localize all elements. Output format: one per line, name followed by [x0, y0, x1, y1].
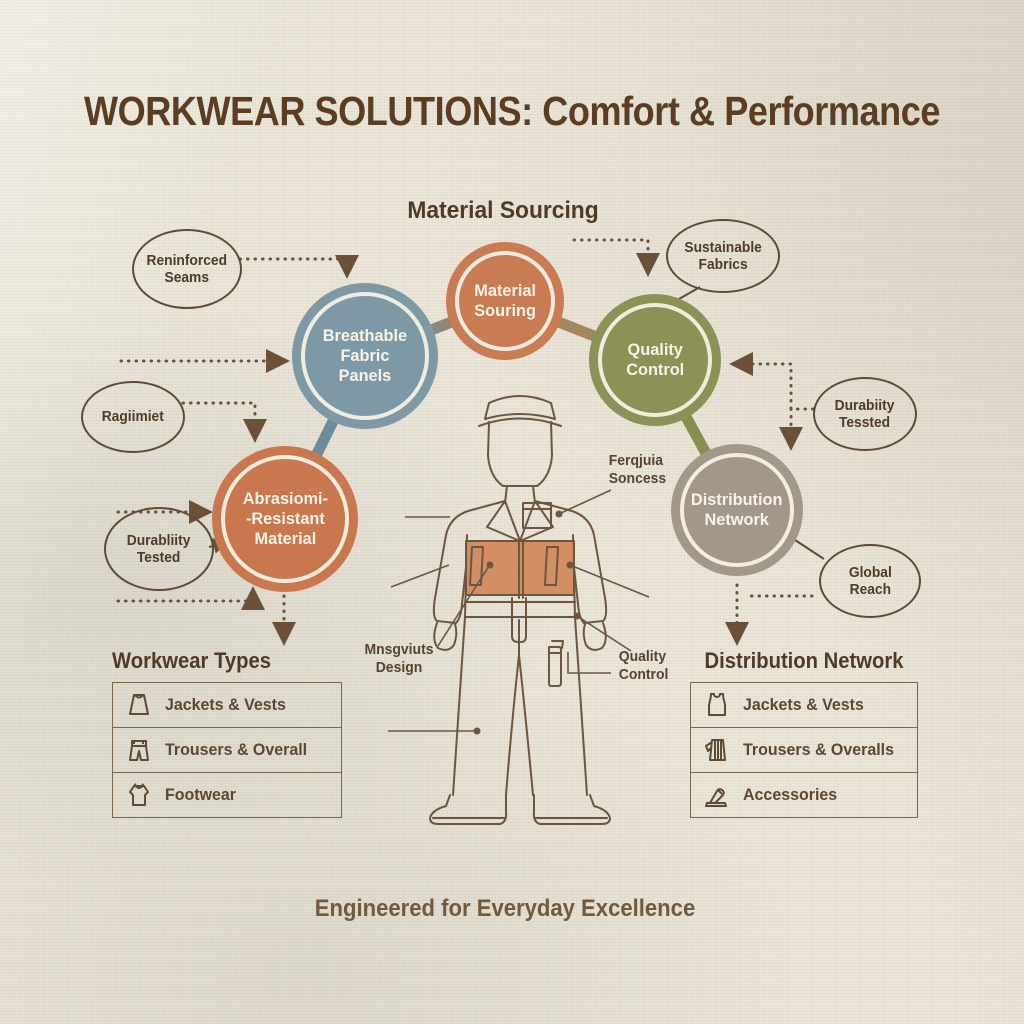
callout-reinforced-seams: Reninforced Seams — [132, 229, 242, 309]
node-label: Abrasiomi- -Resistant Material — [242, 488, 328, 549]
vest-icon — [113, 689, 165, 721]
distribution-network-section: Distribution Network Jackets & Vests Tro… — [690, 648, 918, 818]
figure-label-fabric: Ferqjuia Soncess — [608, 452, 667, 487]
accessory-icon — [691, 779, 743, 811]
distribution-network-table: Jackets & Vests Trousers & Overalls Acce… — [690, 682, 918, 818]
head — [487, 421, 553, 487]
callout-durability-tested-right: Durabiity Tessted — [813, 377, 917, 451]
node-label: Quality Control — [625, 339, 685, 379]
cap-brim — [478, 417, 562, 427]
node-abrasion-resistant-material: Abrasiomi- -Resistant Material — [212, 446, 358, 592]
row-label: Accessories — [743, 785, 838, 804]
row-label: Trousers & Overalls — [743, 740, 895, 759]
callout-label: Reninforced Seams — [146, 251, 228, 286]
callout-sustainable-fabrics: Sustainable Fabrics — [666, 219, 780, 293]
node-label: Material Souring — [474, 280, 536, 320]
callout-label: Durabiity Tessted — [835, 396, 895, 431]
row-label: Trousers & Overall — [165, 740, 308, 759]
callout-label: Global Reach — [848, 563, 892, 598]
table-row: Jackets & Vests — [691, 683, 917, 727]
node-distribution-network: Distribution Network — [671, 444, 803, 576]
callout-label: Durabliity Tested — [127, 531, 191, 566]
table-row: Footwear — [113, 772, 341, 817]
workwear-types-table: Jackets & Vests Trousers & Overall Footw… — [112, 682, 342, 818]
workwear-types-title: Workwear Types — [112, 648, 271, 673]
figure-label-quality: Quality Control — [618, 648, 669, 683]
row-label: Jackets & Vests — [165, 695, 286, 714]
table-row: Accessories — [691, 772, 917, 817]
callout-ragiimiet: Ragiimiet — [81, 381, 185, 453]
callout-global-reach: Global Reach — [819, 544, 921, 618]
distribution-network-title: Distribution Network — [704, 648, 904, 673]
figure-leaders — [388, 489, 650, 735]
callout-durability-tested-left: Durabliity Tested — [104, 507, 214, 591]
node-label: Breathable Fabric Panels — [322, 325, 408, 386]
callout-label: Sustainable Fabrics — [684, 238, 762, 273]
figure-label-design: Mnsgviuts Design — [364, 641, 434, 676]
overalls-icon — [691, 734, 743, 766]
pocket-tool — [548, 640, 564, 687]
section-label: Material Sourcing — [407, 197, 599, 224]
tank-icon — [691, 689, 743, 721]
node-material-sourcing: Material Souring — [446, 242, 564, 360]
workwear-types-section: Workwear Types Jackets & Vests Trousers … — [112, 648, 342, 818]
table-row: Trousers & Overalls — [691, 727, 917, 772]
node-quality-control: Quality Control — [589, 294, 721, 426]
chest-pocket — [522, 502, 552, 529]
worker-figure — [429, 395, 611, 825]
page-title: WORKWEAR SOLUTIONS: Comfort & Performanc… — [84, 88, 940, 134]
node-breathable-fabric-panels: Breathable Fabric Panels — [292, 283, 438, 429]
tagline: Engineered for Everyday Excellence — [314, 895, 696, 922]
trousers-icon — [113, 734, 165, 766]
table-row: Jackets & Vests — [113, 683, 341, 727]
cap-icon — [484, 395, 556, 420]
node-label: Distribution Network — [691, 489, 783, 529]
row-label: Jackets & Vests — [743, 695, 864, 714]
jacket-icon — [113, 779, 165, 811]
callout-label: Ragiimiet — [101, 408, 165, 426]
row-label: Footwear — [165, 785, 237, 804]
collar — [486, 500, 554, 542]
table-row: Trousers & Overall — [113, 727, 341, 772]
